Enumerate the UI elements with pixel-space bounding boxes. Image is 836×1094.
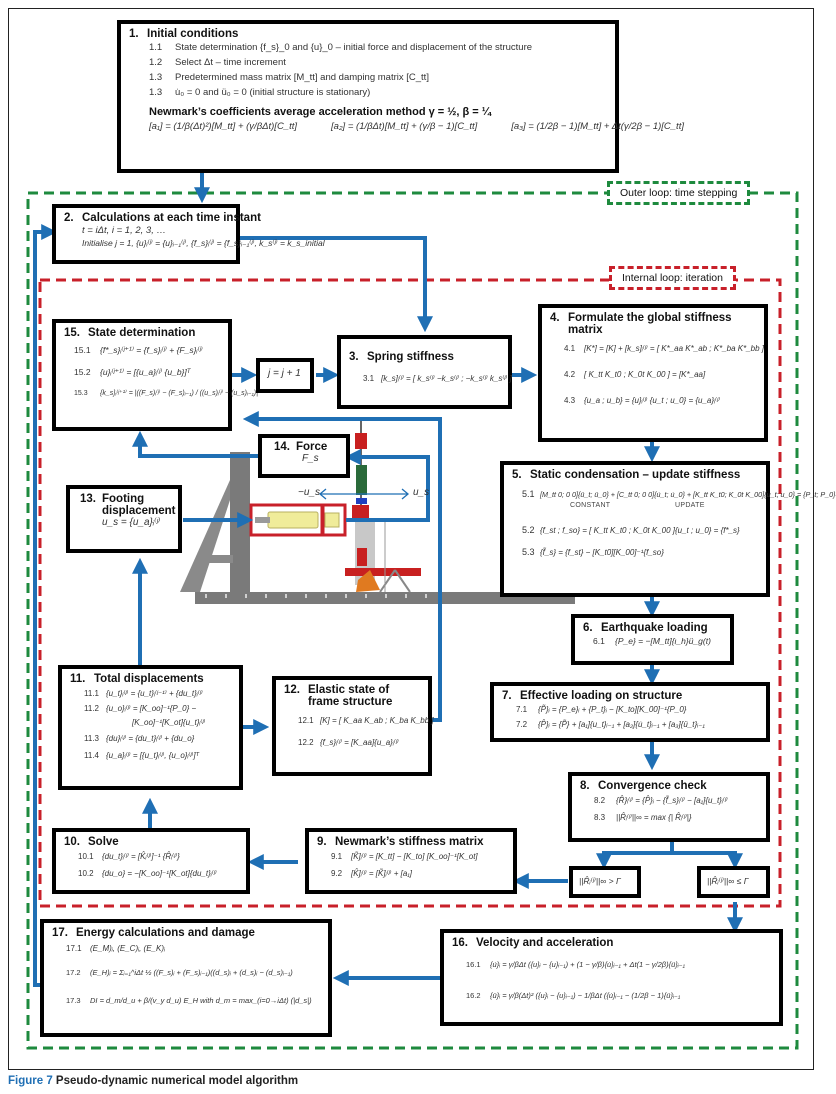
step-15-state-determination: 15.State determination 15.1{f*_s}ᵢ⁽ʲ⁺¹⁾ … — [52, 319, 258, 431]
formula-line: 15.2{u}ᵢ⁽ʲ⁺¹⁾ = [{u_a}ᵢ⁽ʲ⁾ {u_b}]ᵀ — [74, 367, 191, 377]
step-title: Newmark’s stiffness matrix — [335, 836, 484, 848]
step-16-velocity-acceleration: 16.Velocity and acceleration 16.1{u̇}ᵢ =… — [440, 929, 783, 1026]
step-14-force: 14.Force F_s — [258, 434, 350, 478]
formula-line: 12.2{f_s}ᵢ⁽ʲ⁾ = [K_aa]{u_a}ᵢ⁽ʲ⁾ — [298, 738, 399, 747]
step-title: Velocity and acceleration — [476, 937, 614, 949]
formula-line: 17.2(E_H)ᵢ = Σᵢ₌₁^iΔt ½ ((F_s)ᵢ + (F_s)ᵢ… — [66, 968, 293, 977]
figure-number: Figure 7 — [8, 1075, 53, 1087]
positive-displacement-label: u_s — [413, 487, 430, 498]
step-title: Force — [296, 441, 328, 453]
not-converged-condition: ||R̂ᵢ⁽ʲ⁾||∞ > Γ — [569, 866, 641, 898]
step-title: Earthquake loading — [601, 622, 708, 634]
step-title: Convergence check — [598, 780, 707, 792]
formula-line: 17.1(E_M)ᵢ, (E_C)ᵢ, (E_K)ᵢ — [66, 944, 165, 953]
formula-line: 11.4{u_a}ᵢ⁽ʲ⁾ = [{u_t}ᵢ⁽ʲ⁾, {u_o}ᵢ⁽ʲ⁾]ᵀ — [84, 751, 199, 760]
step-title: Footing — [102, 493, 145, 505]
figure-caption: Figure 7 Pseudo-dynamic numerical model … — [8, 1075, 298, 1087]
step-12-elastic-state: 12.Elastic state of frame structure 12.1… — [272, 676, 434, 776]
step-title: Effective loading on structure — [520, 690, 683, 702]
step-9-newmark-stiffness: 9.Newmark’s stiffness matrix 9.1[K̃]ᵢ⁽ʲ⁾… — [305, 828, 517, 894]
step-13-footing-displacement: 13.Footing displacement u_s = {u_a}ᵢ⁽ʲ⁾ — [66, 485, 182, 553]
step-title: Elastic state of — [308, 684, 390, 696]
step-title: Spring stiffness — [367, 351, 454, 363]
formula-line: 11.2{u_o}ᵢ⁽ʲ⁾ = [K_oo]⁻¹{P_0} − — [84, 704, 197, 713]
formula-line: t = iΔt, i = 1, 2, 3, … — [82, 225, 166, 236]
figure-frame — [8, 8, 814, 1070]
step-2-time-instant: 2.Calculations at each time instant t = … — [52, 204, 325, 264]
formula-line: u_s = {u_a}ᵢ⁽ʲ⁾ — [102, 517, 161, 528]
step-8-convergence-check: 8.Convergence check 8.2{R̂}ᵢ⁽ʲ⁾ = {P̂}ᵢ … — [568, 772, 770, 842]
formula-line: 5.3{f̃_s} = {f_st} − [K_t0][K_00]⁻¹{f_so… — [522, 547, 664, 557]
formula-line: 10.1{du_t}ᵢ⁽ʲ⁾ = [K̂ᵢ⁽ʲ⁾]⁻¹ {R̂ᵢ⁽ʲ⁾} — [78, 852, 180, 861]
formula-line: 9.2[K̂]ᵢ⁽ʲ⁾ = [K̃]ᵢ⁽ʲ⁾ + [a₁] — [331, 869, 413, 878]
step-6-earthquake-loading: 6.Earthquake loading 6.1{P_e} = −[M_tt]{… — [571, 614, 734, 665]
formula-line: 5.2{f_st ; f_so} = [ K_tt K_t0 ; K_0t K_… — [522, 525, 740, 535]
formula-line: 6.1{P_e} = −[M_tt]{ι_h}ü_g(t) — [593, 636, 711, 646]
newmark-title: Newmark’s coefficients average accelerat… — [149, 106, 491, 118]
formula-line: 5.1[M_tt 0; 0 0]{ü_t; ü_0} + [C_tt 0; 0 … — [522, 489, 836, 499]
coefficient-a1: [a₁] = (1/β(Δt)²)[M_tt] + (γ/βΔt)[C_tt] — [149, 121, 298, 132]
converged-condition: ||R̂ᵢ⁽ʲ⁾||∞ ≤ Γ — [697, 866, 770, 898]
formula-line: 8.3||R̂ᵢ⁽ʲ⁾||∞ = max {| R̂ᵢ⁽ʲ⁾|} — [594, 813, 692, 822]
formula-line: 16.1{u̇}ᵢ = γ/βΔt ({u}ᵢ − {u}ᵢ₋₁) + (1 −… — [466, 960, 685, 969]
update-label: UPDATE — [675, 502, 705, 509]
formula-line: 15.1{f*_s}ᵢ⁽ʲ⁺¹⁾ = {f_s}ᵢ⁽ʲ⁾ + {F_s}ᵢ⁽ʲ⁾ — [74, 345, 203, 355]
step-11-total-displacements: 11.Total displacements 11.1{u_t}ᵢ⁽ʲ⁾ = {… — [58, 665, 243, 790]
step-title: Total displacements — [94, 673, 204, 685]
step-3-spring-stiffness: 3.Spring stiffness 3.1[k_s]ᵢ⁽ʲ⁾ = [ k_s⁽… — [337, 335, 512, 409]
formula-line: 10.2{du_o} = −[K_oo]⁻¹[K_ot]{du_t}ᵢ⁽ʲ⁾ — [78, 869, 217, 878]
step-5-static-condensation: 5.Static condensation – update stiffness… — [500, 461, 836, 597]
negative-displacement-label: −u_s — [298, 487, 320, 498]
step-title: Energy calculations and damage — [76, 927, 255, 939]
formula-line: 15.3{k_s}ᵢ⁽ʲ⁺¹⁾ = |((F_s)ᵢ⁽ʲ⁾ − (F_s)ᵢ₋₁… — [74, 390, 258, 397]
iteration-increment: j = j + 1 — [256, 358, 314, 393]
formula-line: 8.2{R̂}ᵢ⁽ʲ⁾ = {P̂}ᵢ − {f̃_s}ᵢ⁽ʲ⁾ − [a₁]{… — [594, 796, 728, 805]
step-title: Solve — [88, 836, 119, 848]
formula-line: 4.2[ K_tt K_t0 ; K_0t K_00 ] = [K*_aa] — [564, 370, 706, 379]
formula-line: 7.2{P̂}ᵢ = {P̃} + [a₁]{u_t}ᵢ₋₁ + [a₂]{u̇… — [516, 720, 705, 729]
step-17-energy-damage: 17.Energy calculations and damage 17.1(E… — [40, 919, 332, 1037]
coefficient-a3: [a₃] = (1/2β − 1)[M_tt] + Δt(γ/2β − 1)[C… — [511, 121, 684, 132]
step-title: Formulate the global stiffness matrix — [568, 312, 732, 336]
formula-line: 3.1[k_s]ᵢ⁽ʲ⁾ = [ k_s⁽ʲ⁾ −k_s⁽ʲ⁾ ; −k_s⁽ʲ… — [363, 374, 512, 383]
coefficient-a2: [a₂] = (1/βΔt)[M_tt] + (γ/β − 1)[C_tt] — [331, 121, 478, 132]
newmark-coefficients: [a₁] = (1/β(Δt)²)[M_tt] + (γ/βΔt)[C_tt] [… — [149, 121, 684, 132]
step-7-effective-loading: 7.Effective loading on structure 7.1{P̃}… — [490, 682, 770, 742]
formula-line: 11.3{du}ᵢ⁽ʲ⁾ = {du_t}ᵢ⁽ʲ⁾ + {du_o} — [84, 734, 195, 743]
formula-line: 11.1{u_t}ᵢ⁽ʲ⁾ = {u_t}ᵢ⁽ʲ⁻¹⁾ + {du_t}ᵢ⁽ʲ⁾ — [84, 689, 203, 698]
step-title: Calculations at each time instant — [82, 212, 261, 224]
outer-loop-label: Outer loop: time stepping — [607, 181, 751, 205]
step-title: Static condensation – update stiffness — [530, 469, 741, 481]
formula-line: 7.1{P̃}ᵢ = {P_e}ᵢ + {P_t}ᵢ − [K_to][K_00… — [516, 705, 687, 714]
formula-line: 16.2{ü}ᵢ = γ/β(Δt)² ({u}ᵢ − {u}ᵢ₋₁) − 1/… — [466, 991, 681, 1000]
step-10-solve: 10.Solve 10.1{du_t}ᵢ⁽ʲ⁾ = [K̂ᵢ⁽ʲ⁾]⁻¹ {R̂… — [52, 828, 250, 894]
step-number: 1. — [129, 28, 139, 40]
formula-line: 12.1[K] = [ K_aa K_ab ; K_ba K_bb ] — [298, 716, 434, 725]
force-symbol: F_s — [302, 453, 319, 464]
formula-line: 9.1[K̃]ᵢ⁽ʲ⁾ = [K_tt] − [K_to] [K_oo]⁻¹[K… — [331, 852, 478, 861]
step-4-global-stiffness: 4.Formulate the global stiffness matrix … — [538, 304, 768, 442]
step-title: State determination — [88, 327, 196, 339]
formula-line: 4.3{u_a ; u_b} = {u}ᵢ⁽ʲ⁾ {u_t ; u_0} = {… — [564, 396, 720, 405]
formula-line: Initialise j = 1, {u}ᵢ⁽ʲ⁾ = {u}ᵢ₋₁⁽ʲ⁾, {… — [82, 238, 325, 248]
step-title: Initial conditions — [147, 28, 239, 40]
figure-title: Pseudo-dynamic numerical model algorithm — [52, 1075, 299, 1087]
formula-line: [K_oo]⁻¹[K_ot]{u_t}ᵢ⁽ʲ⁾ — [132, 718, 206, 727]
formula-line: 4.1[K*] = [K] + [k_s]ᵢ⁽ʲ⁾ = [ K*_aa K*_a… — [564, 344, 765, 353]
inner-loop-label: Internal loop: iteration — [609, 266, 736, 290]
constant-label: CONSTANT — [570, 502, 611, 509]
